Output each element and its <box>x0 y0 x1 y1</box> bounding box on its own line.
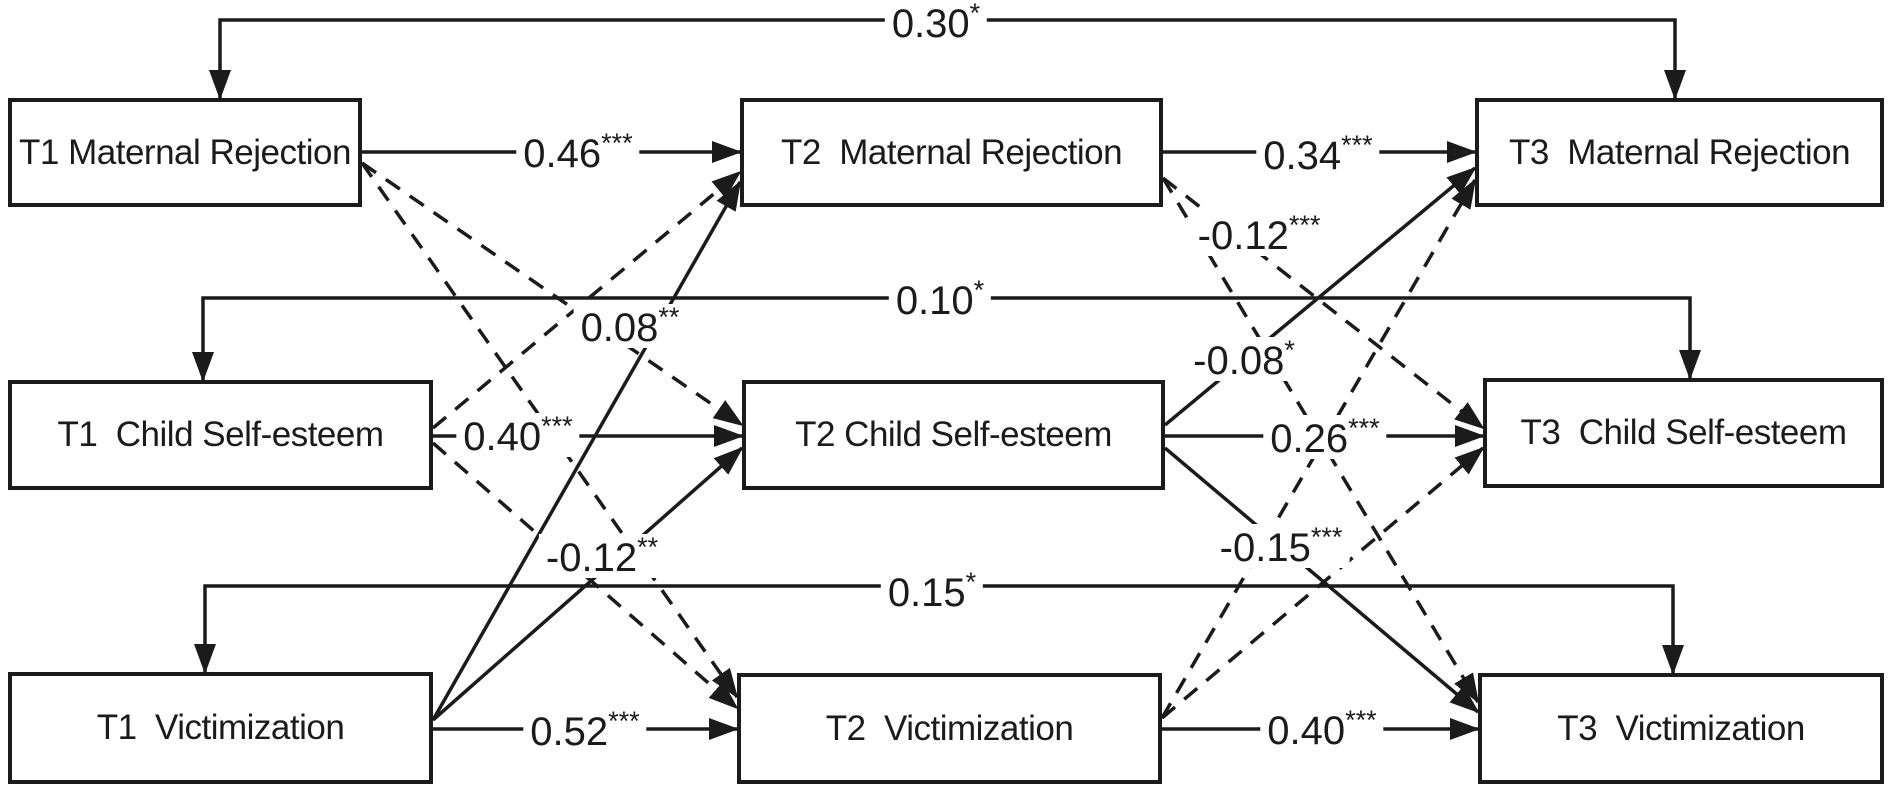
node-t2-child-self-esteem: T2 Child Self-esteem <box>742 380 1165 490</box>
coef-label-t1se-to-t2se: 0.40*** <box>456 411 580 459</box>
coef-label-t2se-to-t3v: -0.15*** <box>1212 522 1350 570</box>
coef-value: -0.12 <box>545 536 638 580</box>
path-t2se-to-t3v <box>1163 446 1480 714</box>
significance-stars: *** <box>608 706 640 736</box>
coef-label-t1v-to-t2se: -0.12** <box>538 532 666 580</box>
coef-label-t1v-to-t3v-arc: 0.15* <box>880 567 984 615</box>
node-t1-victimization: T1 Victimization <box>8 672 433 784</box>
path-t2v-to-t3mr <box>1160 178 1477 719</box>
coef-value: -0.08 <box>1193 339 1285 383</box>
coef-label-t1se-to-t3se-arc: 0.10* <box>888 275 992 323</box>
significance-stars: * <box>1284 335 1295 365</box>
coef-label-t2mr-to-t3mr: 0.34*** <box>1256 130 1380 178</box>
significance-stars: * <box>965 567 977 597</box>
significance-stars: *** <box>1348 413 1380 443</box>
coef-value: 0.46 <box>523 132 602 176</box>
coef-value: 0.40 <box>463 415 542 459</box>
significance-stars: *** <box>601 128 633 158</box>
significance-stars: *** <box>541 411 573 441</box>
coef-label-t2v-to-t3v: 0.40*** <box>1260 705 1384 753</box>
significance-stars: * <box>969 0 981 28</box>
significance-stars: *** <box>1288 210 1321 240</box>
coef-value: 0.08 <box>580 306 659 350</box>
significance-stars: *** <box>1310 522 1343 552</box>
significance-stars: *** <box>1341 130 1373 160</box>
significance-stars: ** <box>658 302 680 332</box>
coef-value: -0.12 <box>1197 214 1289 258</box>
coef-label-t2se-to-t3mr: -0.08* <box>1186 337 1302 381</box>
coef-value: 0.10 <box>895 279 974 323</box>
node-t1-maternal-rejection: T1 Maternal Rejection <box>8 98 362 207</box>
node-t1-child-self-esteem: T1 Child Self-esteem <box>8 380 433 490</box>
coef-label-t1v-to-t2mr: 0.08** <box>573 302 687 350</box>
node-t3-victimization: T3 Victimization <box>1478 673 1884 784</box>
node-t2-victimization: T2 Victimization <box>737 673 1162 784</box>
coef-label-t2se-to-t3se: 0.26*** <box>1263 413 1387 461</box>
path-t1v-to-t2mr <box>431 180 742 721</box>
coef-value: 0.26 <box>1270 417 1349 461</box>
coef-label-t2mr-to-t3se: -0.12*** <box>1190 210 1328 258</box>
coef-value: 0.15 <box>887 571 966 615</box>
path-t1se-to-t2v <box>431 441 739 710</box>
coef-label-t1mr-to-t3mr-arc: 0.30* <box>884 0 988 46</box>
significance-stars: *** <box>1345 705 1377 735</box>
significance-stars: * <box>973 275 985 305</box>
significance-stars: ** <box>637 532 659 562</box>
path-t1v-to-t2se <box>431 446 744 722</box>
coef-value: -0.15 <box>1219 526 1311 570</box>
path-t1se-to-t2mr <box>431 170 742 430</box>
node-t3-child-self-esteem: T3 Child Self-esteem <box>1483 378 1884 488</box>
coef-value: 0.34 <box>1263 134 1342 178</box>
path-t1mr-to-t2se <box>361 161 744 427</box>
node-t2-maternal-rejection: T2 Maternal Rejection <box>740 98 1163 207</box>
coef-label-t1v-to-t2v: 0.52*** <box>523 706 647 754</box>
coef-label-t1mr-to-t2mr: 0.46*** <box>516 128 640 176</box>
coef-value: 0.40 <box>1267 709 1346 753</box>
node-t3-maternal-rejection: T3 Maternal Rejection <box>1475 98 1884 207</box>
coef-value: 0.52 <box>530 710 609 754</box>
coef-value: 0.30 <box>891 2 970 46</box>
